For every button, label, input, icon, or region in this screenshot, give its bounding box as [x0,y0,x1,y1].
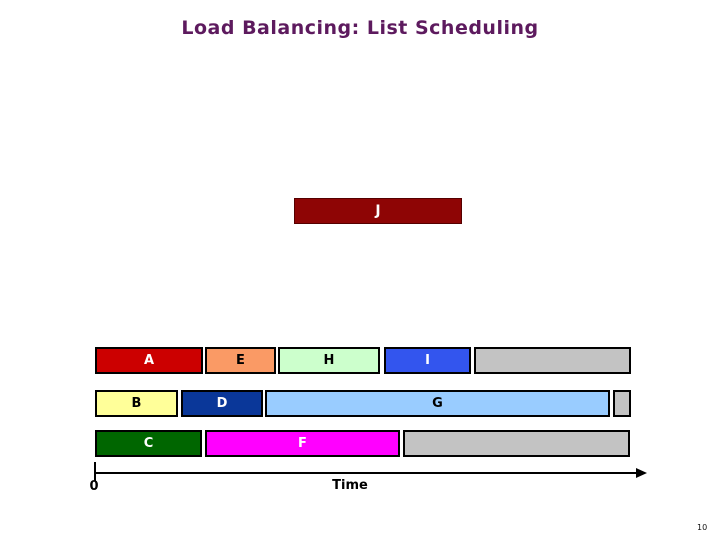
machine-3-idle-segment [403,430,630,457]
slide-title: Load Balancing: List Scheduling [181,17,539,39]
job-segment-D: D [181,390,263,417]
job-segment-G: G [265,390,610,417]
job-segment-B: B [95,390,178,417]
job-segment-I: I [384,347,471,374]
job-segment-A: A [95,347,203,374]
job-segment-E: E [205,347,276,374]
time-axis-arrow-icon [636,468,647,478]
time-axis-line [95,472,638,474]
page-number: 10 [697,523,708,532]
job-segment-H: H [278,347,380,374]
job-segment-F: F [205,430,400,457]
job-segment-C: C [95,430,202,457]
time-axis-origin-tick [94,462,96,481]
machine-2-idle-segment [613,390,631,417]
time-axis-origin-label: 0 [89,479,99,494]
machine-1-idle-segment [474,347,631,374]
time-axis-label: Time [332,478,368,493]
pending-job-box: J [294,198,462,224]
